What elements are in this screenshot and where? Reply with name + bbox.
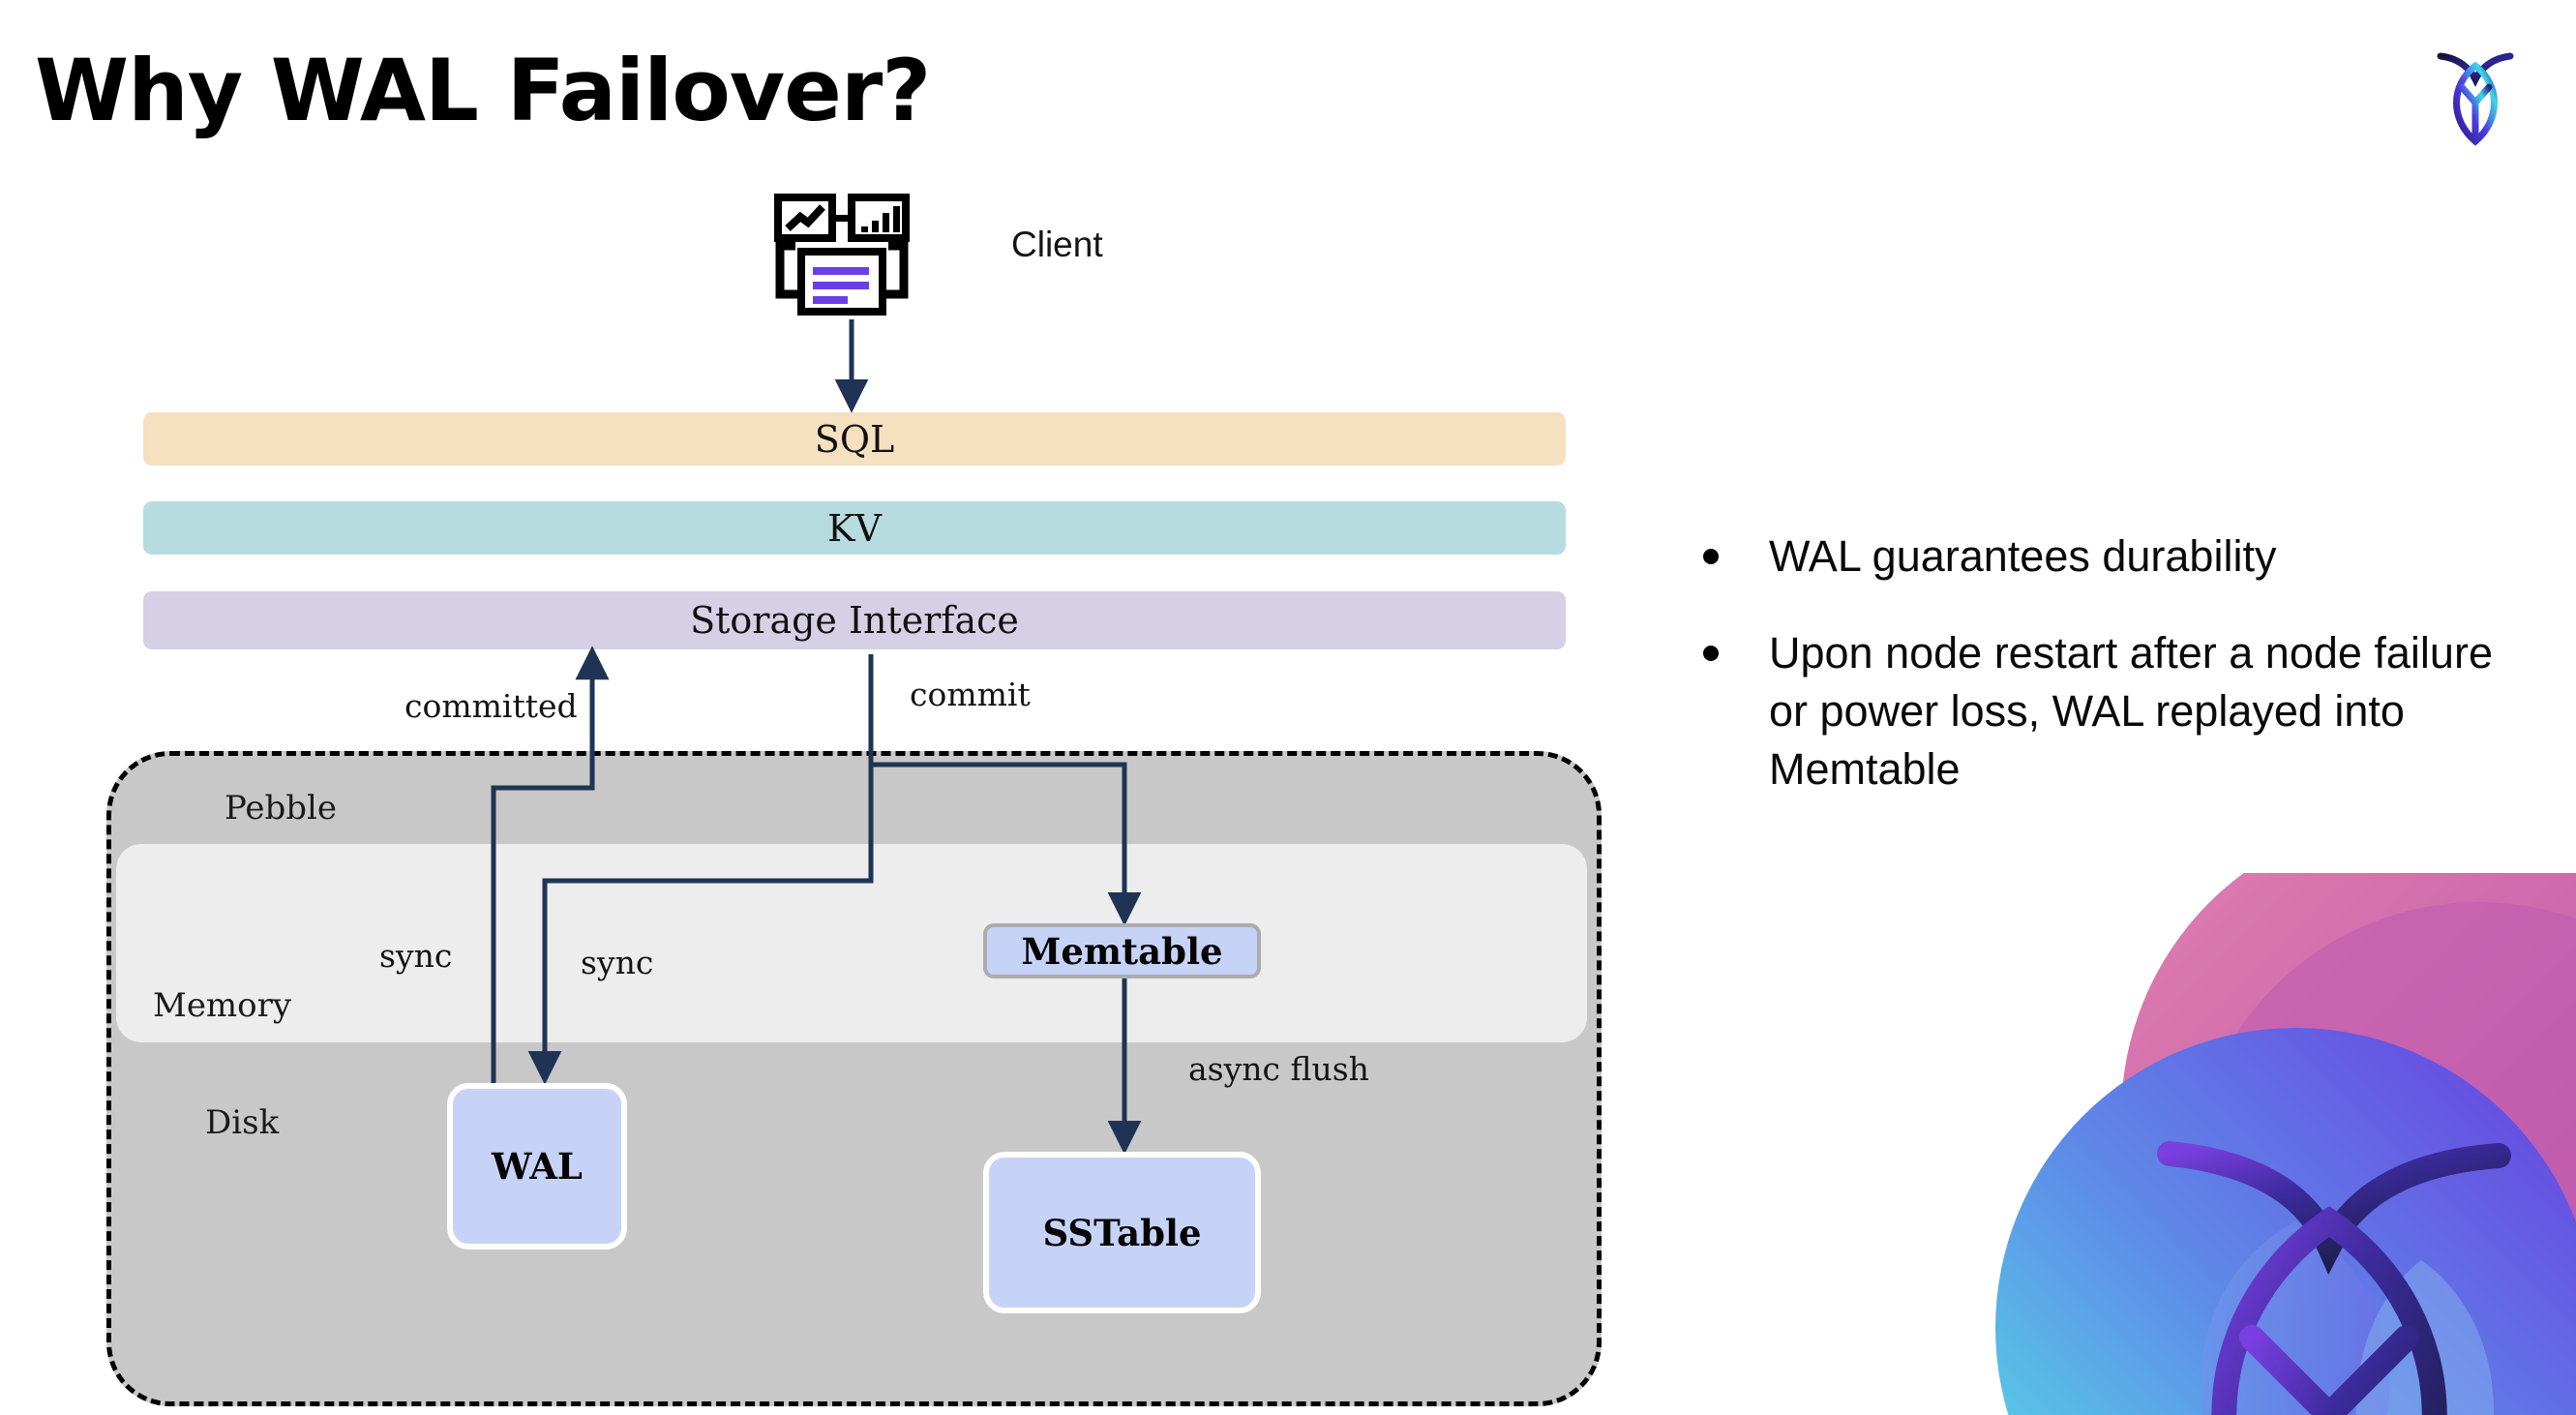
bullet-text: WAL guarantees durability [1769,531,2277,581]
node-memtable: Memtable [983,923,1261,978]
bullet-dot-icon [1703,549,1719,564]
layer-bar-storage-interface: Storage Interface [143,591,1566,649]
pebble-label: Pebble [225,789,337,828]
memory-zone [116,844,1587,1042]
client-devices-icon [774,192,929,327]
bullet-text: Upon node restart after a node failure o… [1769,627,2493,794]
page-title: Why WAL Failover? [35,41,931,140]
disk-label: Disk [205,1103,280,1142]
bullet-list: WAL guarantees durability Upon node rest… [1703,527,2516,836]
edge-label-committed: committed [404,687,578,725]
cockroachdb-logo-watermark [1879,873,2576,1415]
client-label: Client [1011,225,1103,264]
list-item: Upon node restart after a node failure o… [1703,624,2516,798]
edge-label-commit: commit [910,676,1031,713]
layer-label-sql: SQL [814,417,895,461]
edge-label-async-flush: async flush [1188,1050,1369,1088]
layer-label-kv: KV [827,506,882,550]
memory-label: Memory [153,986,292,1025]
node-sstable: SSTable [983,1152,1261,1313]
list-item: WAL guarantees durability [1703,527,2516,586]
edge-label-sync-up: sync [379,937,453,975]
node-label-memtable: Memtable [1021,929,1223,973]
layer-label-storage-interface: Storage Interface [690,599,1019,642]
node-label-sstable: SSTable [1042,1211,1202,1254]
edge-label-sync-down: sync [581,944,654,981]
bullet-dot-icon [1703,645,1719,661]
node-wal: WAL [447,1083,627,1249]
architecture-diagram: Client SQL KV Storage Interface Pebble M… [106,192,1602,1406]
cockroachdb-logo [2411,29,2537,155]
layer-bar-sql: SQL [143,412,1566,466]
layer-bar-kv: KV [143,501,1566,555]
node-label-wal: WAL [492,1145,583,1188]
